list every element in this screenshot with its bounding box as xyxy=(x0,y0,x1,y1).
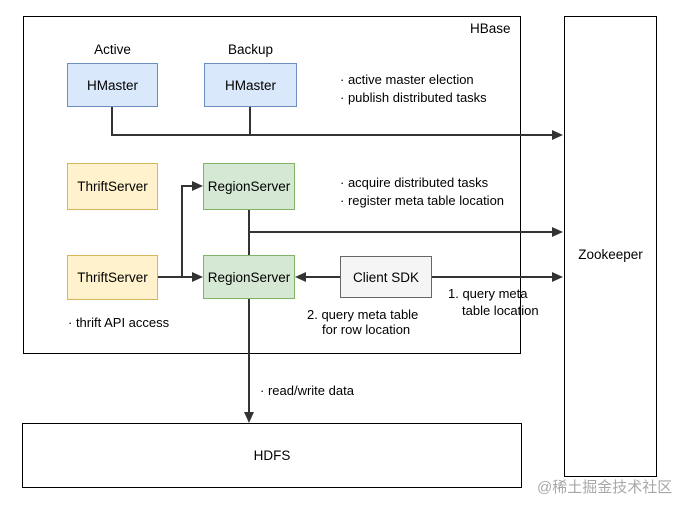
annotation-master-tasks: · active master election · publish distr… xyxy=(340,71,487,107)
connector-masters-to-zookeeper xyxy=(111,134,552,136)
annotation-line: · acquire distributed tasks xyxy=(340,175,489,190)
hmaster-backup-node: HMaster xyxy=(204,63,297,107)
client-sdk-node: Client SDK xyxy=(340,256,432,298)
hmaster-backup-role-label: Backup xyxy=(227,42,274,57)
thrift-server-2-node: ThriftServer xyxy=(67,255,158,300)
region-server-2-node: RegionServer xyxy=(203,255,295,299)
arrowhead-regionserver2-to-hdfs xyxy=(244,412,254,423)
hdfs-label: HDFS xyxy=(253,448,291,463)
annotation-query-row-line1: 2. query meta table xyxy=(307,307,419,322)
arrowhead-clientsdk-to-zookeeper xyxy=(552,272,563,282)
connector-regionserver2-to-hdfs xyxy=(248,299,250,413)
zookeeper-container-box xyxy=(564,16,657,477)
arrowhead-masters-to-zookeeper xyxy=(552,130,563,140)
hmaster-active-role-label: Active xyxy=(94,42,131,57)
hbase-container-label: HBase xyxy=(470,21,511,36)
arrowhead-regionservers-to-zookeeper xyxy=(552,227,563,237)
annotation-region-tasks: · acquire distributed tasks · register m… xyxy=(340,174,504,210)
connector-clientsdk-to-regionserver2 xyxy=(306,276,340,278)
connector-thrift2-out xyxy=(158,276,194,278)
connector-regionservers-to-zookeeper xyxy=(249,231,552,233)
connector-hmaster1-stub xyxy=(111,107,113,135)
annotation-thrift-api: · thrift API access xyxy=(68,315,170,330)
region-server-1-node: RegionServer xyxy=(203,163,295,210)
annotation-query-row-line2: for row location xyxy=(322,322,411,337)
annotation-read-write: · read/write data xyxy=(260,383,354,398)
connector-clientsdk-to-zookeeper xyxy=(432,276,552,278)
watermark-text: @稀土掘金技术社区 xyxy=(537,479,673,496)
zookeeper-label: Zookeeper xyxy=(578,247,643,262)
arrowhead-into-regionserver2 xyxy=(192,272,203,282)
connector-hmaster2-stub xyxy=(249,107,251,135)
arrowhead-clientsdk-to-regionserver2 xyxy=(295,272,306,282)
arrowhead-into-regionserver1 xyxy=(192,181,203,191)
hdfs-container-box: HDFS xyxy=(22,423,522,488)
thrift-server-1-node: ThriftServer xyxy=(67,163,158,210)
annotation-line: · register meta table location xyxy=(340,193,505,208)
hbase-container-box xyxy=(23,16,521,354)
annotation-line: · publish distributed tasks xyxy=(340,90,487,105)
hmaster-active-node: HMaster xyxy=(67,63,158,107)
annotation-query-meta-line1: 1. query meta xyxy=(448,286,528,301)
annotation-query-meta-line2: table location xyxy=(462,303,539,318)
connector-junction-vertical xyxy=(181,186,183,277)
annotation-line: · active master election xyxy=(340,72,474,87)
connector-junction-to-regionserver1 xyxy=(181,185,193,187)
